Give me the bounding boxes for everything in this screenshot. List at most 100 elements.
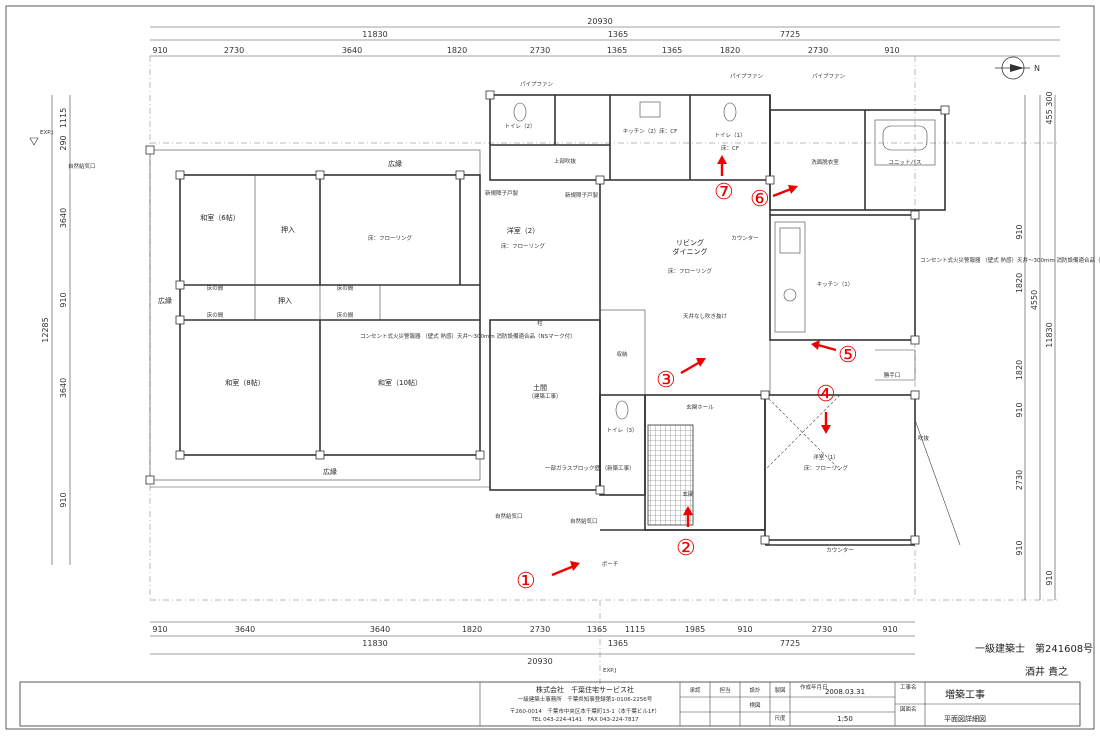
dim-bottom-e: 2730 bbox=[530, 625, 550, 634]
office-registration: 一級建築士事務所 千葉県知事登録第1-0106-2256号 bbox=[518, 695, 653, 703]
room-hiroen-bottom: 広縁 bbox=[323, 467, 337, 476]
top-dimensions: 20930 11830 1365 7725 910 2730 3640 1820… bbox=[150, 17, 1060, 57]
note-kyuki-3: 自然給気口 bbox=[68, 162, 96, 170]
dim-left-a: 1115 bbox=[59, 108, 68, 128]
dim-right-b: 910 bbox=[1015, 224, 1024, 239]
dim-overall-bottom: 20930 bbox=[527, 657, 552, 666]
note-flooring-c: 床：フローリング bbox=[668, 267, 713, 275]
company-name: 株式会社 千葉住宅サービス社 bbox=[536, 685, 634, 694]
room-oshiire-1: 押入 bbox=[281, 225, 295, 234]
tb-project: 増築工事 bbox=[945, 688, 985, 701]
tb-label-tanto: 担当 bbox=[719, 686, 730, 694]
room-shuno: 収納 bbox=[616, 350, 628, 358]
room-doma: 土間 bbox=[533, 383, 547, 392]
dim-right-a: 455 300 bbox=[1045, 91, 1054, 124]
room-youshitsu-1: 洋室（1） bbox=[813, 453, 839, 461]
svg-text:②: ② bbox=[676, 536, 696, 561]
bottom-dimensions: 910 3640 3640 1820 2730 1365 1115 1985 9… bbox=[150, 621, 915, 666]
svg-text:④: ④ bbox=[816, 382, 836, 407]
svg-text:⑥: ⑥ bbox=[750, 187, 770, 212]
tb-label-scale: 尺度 bbox=[774, 714, 786, 722]
dim-bottom-f: 1365 bbox=[587, 625, 607, 634]
dim-left-b: 290 bbox=[59, 135, 68, 150]
note-kenchiku: （建築工事） bbox=[528, 392, 561, 400]
room-washitsu-10: 和室（10帖） bbox=[378, 378, 422, 387]
room-living: リビングダイニング bbox=[673, 238, 708, 256]
note-consent-alarm-a: コンセント式火災警報器 （壁式 熱感）天井～300mm 消防設備適合品（NSマー… bbox=[360, 332, 576, 340]
marker-3: ③ bbox=[656, 358, 706, 393]
dim-bottom-d: 1820 bbox=[462, 625, 482, 634]
room-porch: ポーチ bbox=[602, 561, 619, 568]
dim-top-a: 910 bbox=[152, 46, 167, 55]
note-kyuki-2: 自然給気口 bbox=[570, 517, 598, 525]
room-senmen: 洗面脱衣室 bbox=[811, 158, 839, 166]
dim-bottom-k: 910 bbox=[882, 625, 897, 634]
room-unitbath: ユニットバス bbox=[888, 159, 921, 166]
note-glass-block: 一部ガラスブロック壁 （新築工事） bbox=[545, 464, 635, 472]
dim-bottom-b: 3640 bbox=[235, 625, 255, 634]
dim-bottom-c: 3640 bbox=[370, 625, 390, 634]
note-flooring-b: 床：フローリング bbox=[501, 242, 546, 250]
note-shoji-2: 新規障子戸製 bbox=[565, 191, 599, 199]
note-floor-cf: 床：CF bbox=[721, 144, 739, 152]
dim-bottom-a: 910 bbox=[152, 625, 167, 634]
dim-right-g: 2730 bbox=[1015, 470, 1024, 490]
dim-right-h: 910 bbox=[1015, 540, 1024, 555]
room-oshiire-2: 押入 bbox=[278, 296, 292, 305]
company-tel: TEL 043-224-4141 FAX 043-224-7817 bbox=[530, 717, 639, 723]
marker-5: ⑤ bbox=[811, 340, 858, 368]
dim-bottom-i: 910 bbox=[737, 625, 752, 634]
note-pipefan-1: パイプファン bbox=[520, 81, 554, 88]
exp-mark-bottom: EXP.J bbox=[603, 668, 616, 674]
left-dimensions: 1115 290 3640 910 3640 910 12285 bbox=[41, 95, 71, 565]
marker-4: ④ bbox=[816, 382, 836, 434]
note-shoji-1: 新規障子戸製 bbox=[485, 189, 519, 197]
tb-label-sekkei: 設計 bbox=[749, 686, 761, 694]
dim-left-e: 3640 bbox=[59, 378, 68, 398]
note-counter: カウンター bbox=[731, 234, 759, 242]
tb-drawing: 平面図詳細図 bbox=[944, 714, 986, 723]
note-counter-bottom: カウンター bbox=[826, 546, 854, 554]
room-genkan-hall: 玄関ホール bbox=[686, 403, 714, 411]
dim-bottom-h: 1985 bbox=[685, 625, 705, 634]
room-kitchen-2: キッチン（2）床：CF bbox=[623, 127, 678, 135]
dim-top-j: 910 bbox=[884, 46, 899, 55]
dim-bottom-1365: 1365 bbox=[608, 639, 628, 648]
dim-right-e: 1820 bbox=[1015, 360, 1024, 380]
room-toilet-2: トイレ（2） bbox=[505, 123, 536, 130]
sheet-border bbox=[5, 5, 1095, 730]
north-arrow-icon: N bbox=[995, 56, 1040, 80]
svg-text:⑦: ⑦ bbox=[714, 180, 734, 205]
dim-right-i: 910 bbox=[1045, 570, 1054, 585]
room-tokonoma-4: 床の間 bbox=[337, 311, 354, 319]
note-hashira: 柱 bbox=[537, 319, 543, 327]
exp-joint-marks: EXP.J EXP.J bbox=[29, 130, 616, 690]
note-fukinuke: 吹抜 bbox=[918, 434, 930, 442]
dim-top-h: 1820 bbox=[720, 46, 740, 55]
dim-bottom-j: 2730 bbox=[812, 625, 832, 634]
new-wing bbox=[485, 90, 961, 546]
dim-left-total: 12285 bbox=[41, 317, 50, 342]
dim-bottom-g: 1115 bbox=[625, 625, 645, 634]
dim-top-e: 2730 bbox=[530, 46, 550, 55]
right-dimensions: 455 300 910 1820 4550 1820 910 11830 273… bbox=[1015, 91, 1056, 600]
svg-text:①: ① bbox=[516, 569, 536, 594]
note-consent-alarm-b: コンセント式火災警報器 （壁式 熱感）天井～300mm 消防設備適合品（NSマー… bbox=[920, 256, 1100, 264]
dim-top-c: 3640 bbox=[342, 46, 362, 55]
dim-right-f: 910 bbox=[1015, 402, 1024, 417]
room-hiroen-left: 広縁 bbox=[158, 296, 172, 305]
room-tokonoma-3: 床の間 bbox=[337, 284, 354, 292]
marker-6: ⑥ bbox=[750, 185, 798, 212]
dim-overall-top: 20930 bbox=[587, 17, 612, 26]
dim-top-i: 2730 bbox=[808, 46, 828, 55]
north-label: N bbox=[1034, 64, 1040, 73]
architect-name: 酒井 貴之 bbox=[1025, 665, 1068, 678]
room-toilet-1: トイレ（1） bbox=[715, 132, 746, 139]
tb-project-label: 工事名 bbox=[900, 683, 917, 691]
room-washitsu-8: 和室（8帖） bbox=[225, 378, 264, 387]
room-hiroen-top: 広縁 bbox=[388, 159, 402, 168]
tb-label-seizu: 製図 bbox=[774, 686, 786, 694]
dim-left-d: 910 bbox=[59, 292, 68, 307]
marker-2: ② bbox=[676, 506, 696, 561]
